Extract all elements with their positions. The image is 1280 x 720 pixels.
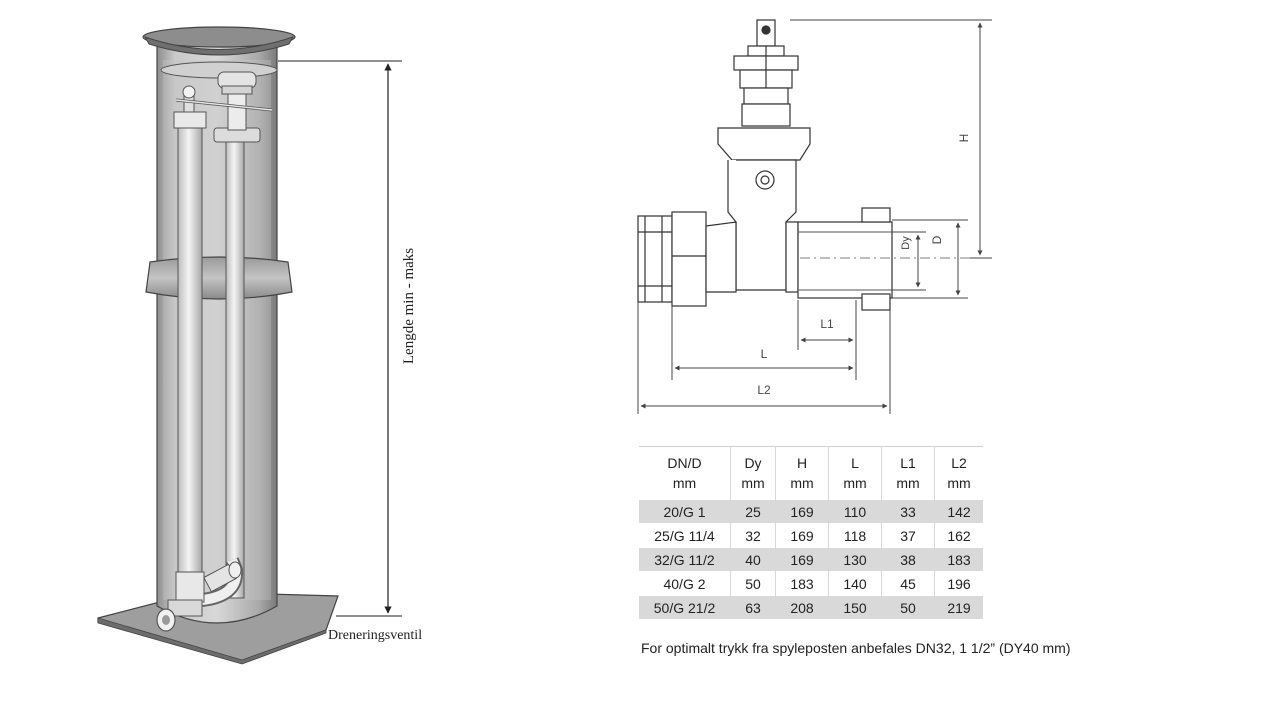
drain-valve-label: Dreneringsventil: [328, 628, 422, 643]
flushing-post-illustration: Lengde min - maks Dreneringsventil: [97, 26, 422, 665]
cell-l1: 38: [881, 547, 935, 572]
cell-l: 110: [828, 499, 882, 524]
cell-l1: 37: [881, 523, 935, 548]
operating-rod-right: [225, 139, 245, 599]
cell-h: 169: [775, 547, 829, 572]
cell-dn: 40/G 2: [639, 571, 731, 596]
cell-l1: 33: [881, 499, 935, 524]
cell-dy: 50: [730, 571, 776, 596]
cell-h: 169: [775, 499, 829, 524]
table-row: 50/G 21/2 63 208 150 50 219: [639, 595, 983, 619]
cell-l2: 196: [934, 571, 983, 596]
riser-pipe-left: [177, 111, 203, 573]
cell-l1: 45: [881, 571, 935, 596]
cell-dy: 25: [730, 499, 776, 524]
cell-h: 169: [775, 523, 829, 548]
dim-label-l: L: [761, 347, 768, 361]
cell-dn: 50/G 21/2: [639, 595, 731, 619]
dim-label-l2: L2: [757, 383, 771, 397]
cell-l: 140: [828, 571, 882, 596]
cell-h: 208: [775, 595, 829, 619]
table-row: 25/G 11/4 32 169 118 37 162: [639, 523, 983, 548]
table-row: 40/G 2 50 183 140 45 196: [639, 571, 983, 596]
cell-dn: 20/G 1: [639, 499, 731, 524]
cell-dy: 40: [730, 547, 776, 572]
cell-dy: 63: [730, 595, 776, 619]
dim-label-h: H: [957, 134, 971, 143]
cell-l2: 219: [934, 595, 983, 619]
cell-dy: 32: [730, 523, 776, 548]
lid: [142, 26, 296, 48]
cell-dn: 25/G 11/4: [639, 523, 731, 548]
cell-l2: 183: [934, 547, 983, 572]
length-label: Lengde min - maks: [401, 248, 417, 364]
table-row: 20/G 1 25 169 110 33 142: [639, 499, 983, 524]
cell-l: 130: [828, 547, 882, 572]
dim-label-l1: L1: [820, 317, 834, 331]
table-row: 32/G 11/2 40 169 130 38 183: [639, 547, 983, 572]
recommendation-note: For optimalt trykk fra spyleposten anbef…: [641, 640, 1071, 656]
cell-l: 150: [828, 595, 882, 619]
cell-l2: 142: [934, 499, 983, 524]
cell-dn: 32/G 11/2: [639, 547, 731, 572]
cell-l1: 50: [881, 595, 935, 619]
valve-dimensions: [637, 19, 992, 414]
collar-ring: [145, 256, 293, 300]
dim-label-d: D: [930, 235, 944, 244]
cell-l: 118: [828, 523, 882, 548]
cell-h: 183: [775, 571, 829, 596]
drain-valve: [156, 557, 244, 632]
dim-label-dy: Dy: [900, 236, 912, 250]
cell-l2: 162: [934, 523, 983, 548]
valve-drawing: [637, 19, 990, 311]
